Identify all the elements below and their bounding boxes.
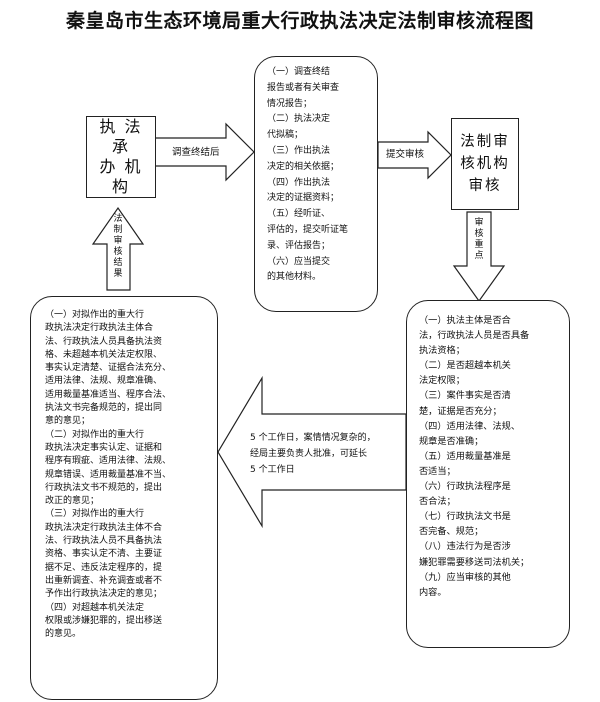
submit-after-investigation-label: 调查终结后 [172,147,220,158]
time-limit-note: 5 个工作日，案情情况复杂的， 经局主要负责人批准，可延长 5 个工作日 [250,433,376,475]
arrow-submit-for-review [377,130,452,180]
review-points-text: （一）执法主体是否合 法，行政执法人员是否具备 执法资格； （二）是否超越本机关… [419,315,530,598]
review-results-text: （一）对拟作出的重大行 政执法决定行政执法主体合 法、行政执法人员具备执法资 格… [45,310,172,640]
arrow-time-limit [217,375,407,529]
review-result-label: 法制审核结果 [113,214,123,279]
legal-review-agency-box: 法制审 核机构 审核 [451,118,519,210]
submit-for-review-label: 提交审核 [386,149,425,160]
review-key-points-label: 审核重点 [474,218,484,261]
arrow-review-key-points [452,211,506,303]
submission-materials-box: （一）调查终结 报告或者有关审查 情况报告； （二）执法决定 代拟稿； （三）作… [254,56,378,312]
legal-review-agency-label: 法制审 核机构 审核 [460,134,510,194]
review-points-box: （一）执法主体是否合 法，行政执法人员是否具备 执法资格； （二）是否超越本机关… [406,300,570,648]
arrow-submit-after-investigation [154,122,255,182]
arrow-review-result [91,206,145,291]
review-results-box: （一）对拟作出的重大行 政执法决定行政执法主体合 法、行政执法人员具备执法资 格… [30,296,218,700]
submission-materials-text: （一）调查终结 报告或者有关审查 情况报告； （二）执法决定 代拟稿； （三）作… [267,67,349,283]
undertaking-agency-box: 执 法 承 办 机 构 [86,116,156,198]
undertaking-agency-label: 执 法 承 办 机 构 [99,117,143,196]
page-title: 秦皇岛市生态环境局重大行政执法决定法制审核流程图 [65,10,534,32]
